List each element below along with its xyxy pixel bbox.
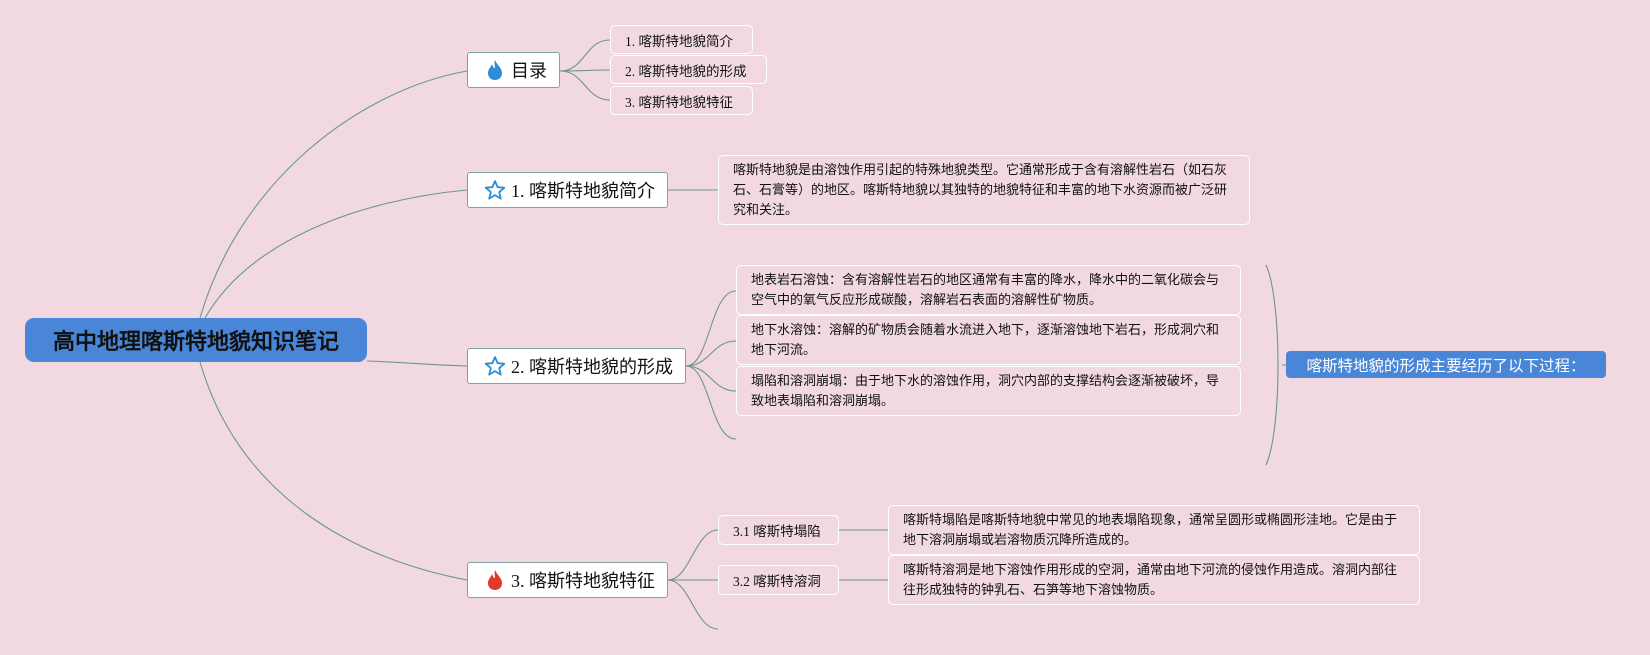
branch-intro-label: 1. 喀斯特地貌简介 xyxy=(511,181,655,201)
formation-step[interactable]: 地表岩石溶蚀：含有溶解性岩石的地区通常有丰富的降水，降水中的二氧化碳会与空气中的… xyxy=(736,265,1241,315)
toc-item[interactable]: 1. 喀斯特地貌简介 xyxy=(610,25,753,54)
branch-intro[interactable]: 1. 喀斯特地貌简介 xyxy=(467,172,668,208)
branch-toc-label: 目录 xyxy=(511,61,547,81)
branch-formation[interactable]: 2. 喀斯特地貌的形成 xyxy=(467,348,686,384)
star-outline-icon xyxy=(484,355,506,377)
branch-toc[interactable]: 目录 xyxy=(467,52,560,88)
feature-subtopic[interactable]: 3.2 喀斯特溶洞 xyxy=(718,565,839,595)
branch-features[interactable]: 3. 喀斯特地貌特征 xyxy=(467,562,668,598)
feature-subtopic[interactable]: 3.1 喀斯特塌陷 xyxy=(718,515,839,545)
formation-step[interactable]: 塌陷和溶洞崩塌：由于地下水的溶蚀作用，洞穴内部的支撑结构会逐渐被破坏，导致地表塌… xyxy=(736,366,1241,416)
red-flame-icon xyxy=(484,569,506,591)
intro-text[interactable]: 喀斯特地貌是由溶蚀作用引起的特殊地貌类型。它通常形成于含有溶解性岩石（如石灰石、… xyxy=(718,155,1250,225)
feature-text[interactable]: 喀斯特塌陷是喀斯特地貌中常见的地表塌陷现象，通常呈圆形或椭圆形洼地。它是由于地下… xyxy=(888,505,1420,555)
formation-step[interactable]: 地下水溶蚀：溶解的矿物质会随着水流进入地下，逐渐溶蚀地下岩石，形成洞穴和地下河流… xyxy=(736,315,1241,365)
star-outline-icon xyxy=(484,179,506,201)
toc-item[interactable]: 3. 喀斯特地貌特征 xyxy=(610,86,753,115)
branch-formation-label: 2. 喀斯特地貌的形成 xyxy=(511,357,673,377)
toc-item[interactable]: 2. 喀斯特地貌的形成 xyxy=(610,55,767,84)
root-title[interactable]: 高中地理喀斯特地貌知识笔记 xyxy=(25,318,367,362)
blue-flame-icon xyxy=(484,59,506,81)
feature-text[interactable]: 喀斯特溶洞是地下溶蚀作用形成的空洞，通常由地下河流的侵蚀作用造成。溶洞内部往往形… xyxy=(888,555,1420,605)
branch-features-label: 3. 喀斯特地貌特征 xyxy=(511,571,655,591)
formation-summary[interactable]: 喀斯特地貌的形成主要经历了以下过程： xyxy=(1286,351,1606,378)
